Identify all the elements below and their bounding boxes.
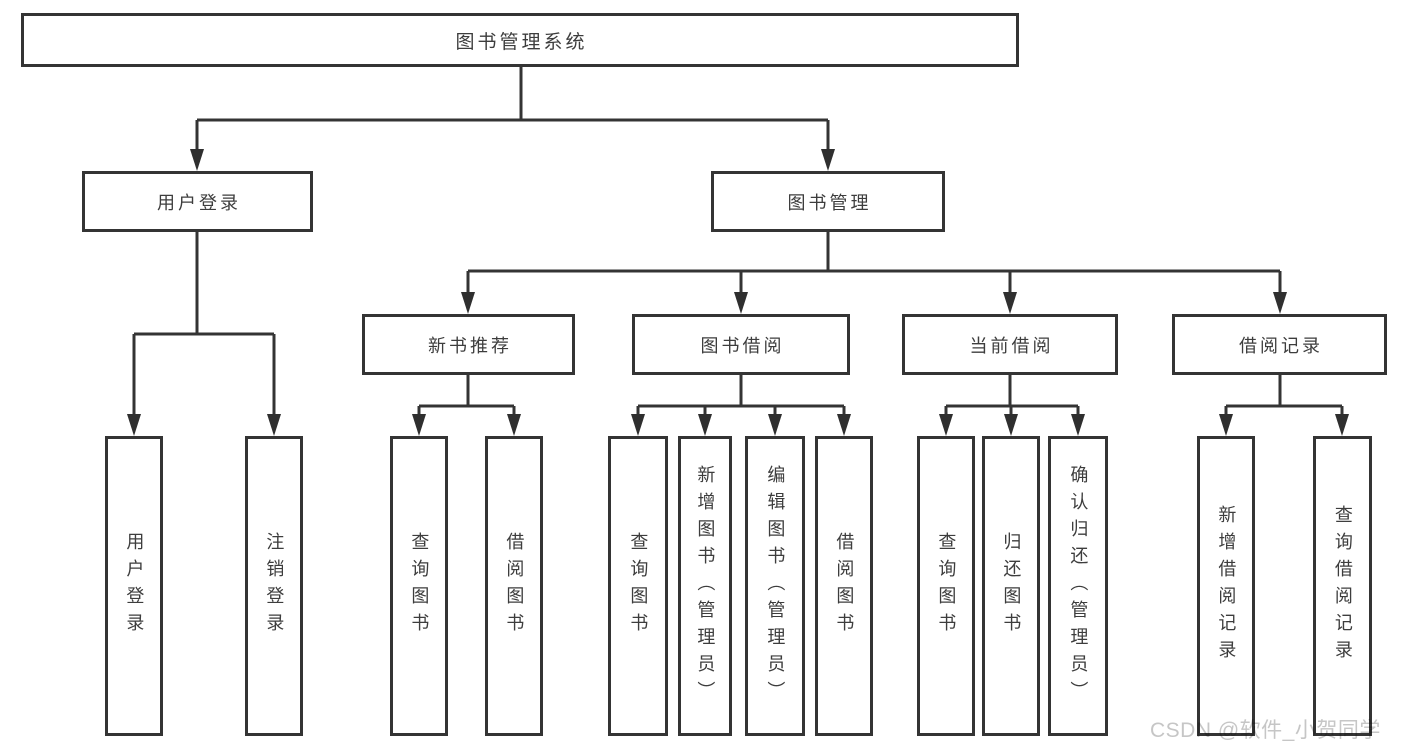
arrow-down-icon (507, 414, 521, 436)
watermark-text: CSDN @软件_小贺同学 (1150, 719, 1381, 742)
node-borrowing-records: 借阅记录 (1172, 314, 1387, 375)
arrow-down-icon (939, 414, 953, 436)
node-label: 新书推荐 (428, 335, 512, 356)
arrow-down-icon (1335, 414, 1349, 436)
node-label: 注销登录 (264, 532, 285, 640)
node-label: 查询图书 (936, 532, 957, 640)
arrow-down-icon (1219, 414, 1233, 436)
leaf-add-borrow-record: 新增借阅记录 (1197, 436, 1255, 736)
connector-records-to-leaves (1224, 375, 1344, 416)
arrow-down-icon (461, 292, 475, 314)
leaf-query-books-current: 查询图书 (917, 436, 975, 736)
connector-bookborrow-to-leaves (636, 375, 846, 416)
node-label: 图书借阅 (700, 335, 785, 356)
node-label: 用户登录 (157, 192, 241, 213)
connector-currentborrow-to-leaves (944, 375, 1080, 416)
leaf-user-login: 用户登录 (105, 436, 163, 736)
leaf-query-books-borrow: 查询图书 (608, 436, 668, 736)
arrow-down-icon (190, 149, 204, 171)
node-book-borrowing: 图书借阅 (632, 314, 850, 375)
node-label: 查询图书 (628, 532, 649, 640)
node-label: 查询借阅记录 (1332, 505, 1353, 667)
node-label: 图书管理系统 (455, 31, 588, 53)
connector-paths (132, 67, 1344, 416)
arrow-down-icon (1004, 414, 1018, 436)
arrow-down-icon (267, 414, 281, 436)
arrowheads (127, 149, 1349, 436)
arrow-down-icon (837, 414, 851, 436)
leaf-query-books-recommend: 查询图书 (390, 436, 448, 736)
connector-newbook-to-leaves (417, 375, 516, 416)
node-book-management: 图书管理 (711, 171, 945, 232)
leaf-borrow-books-recommend: 借阅图书 (485, 436, 543, 736)
arrow-down-icon (734, 292, 748, 314)
connector-root-to-level2 (195, 67, 830, 152)
arrow-down-icon (698, 414, 712, 436)
arrow-down-icon (1273, 292, 1287, 314)
arrow-down-icon (631, 414, 645, 436)
arrow-down-icon (1071, 414, 1085, 436)
node-label: 用户登录 (124, 532, 145, 640)
arrow-down-icon (127, 414, 141, 436)
leaf-confirm-return-admin: 确认归还（管理员） (1048, 436, 1108, 736)
node-current-borrowing: 当前借阅 (902, 314, 1118, 375)
leaf-borrow-books: 借阅图书 (815, 436, 873, 736)
node-label: 查询图书 (409, 532, 430, 640)
leaf-return-books: 归还图书 (982, 436, 1040, 736)
node-label: 图书管理 (787, 192, 872, 213)
arrow-down-icon (1003, 292, 1017, 314)
node-user-login: 用户登录 (82, 171, 313, 232)
connector-userlogin-to-leaves (132, 232, 276, 416)
node-label: 借阅图书 (834, 532, 855, 640)
leaf-logout: 注销登录 (245, 436, 303, 736)
node-label: 新增借阅记录 (1216, 505, 1237, 667)
node-label: 归还图书 (1001, 532, 1022, 640)
leaf-add-book-admin: 新增图书（管理员） (678, 436, 732, 736)
connector-bookmgmt-to-level3 (466, 232, 1282, 294)
node-new-book-recommend: 新书推荐 (362, 314, 575, 375)
arrow-down-icon (768, 414, 782, 436)
node-label: 当前借阅 (969, 335, 1054, 356)
leaf-edit-book-admin: 编辑图书（管理员） (745, 436, 805, 736)
node-label: 确认归还（管理员） (1068, 464, 1089, 708)
node-label: 编辑图书（管理员） (765, 464, 786, 708)
node-label: 借阅记录 (1239, 335, 1323, 356)
node-library-system: 图书管理系统 (21, 13, 1019, 67)
arrow-down-icon (821, 149, 835, 171)
node-label: 借阅图书 (504, 532, 525, 640)
node-label: 新增图书（管理员） (695, 464, 716, 708)
arrow-down-icon (412, 414, 426, 436)
leaf-query-borrow-record: 查询借阅记录 (1313, 436, 1372, 736)
